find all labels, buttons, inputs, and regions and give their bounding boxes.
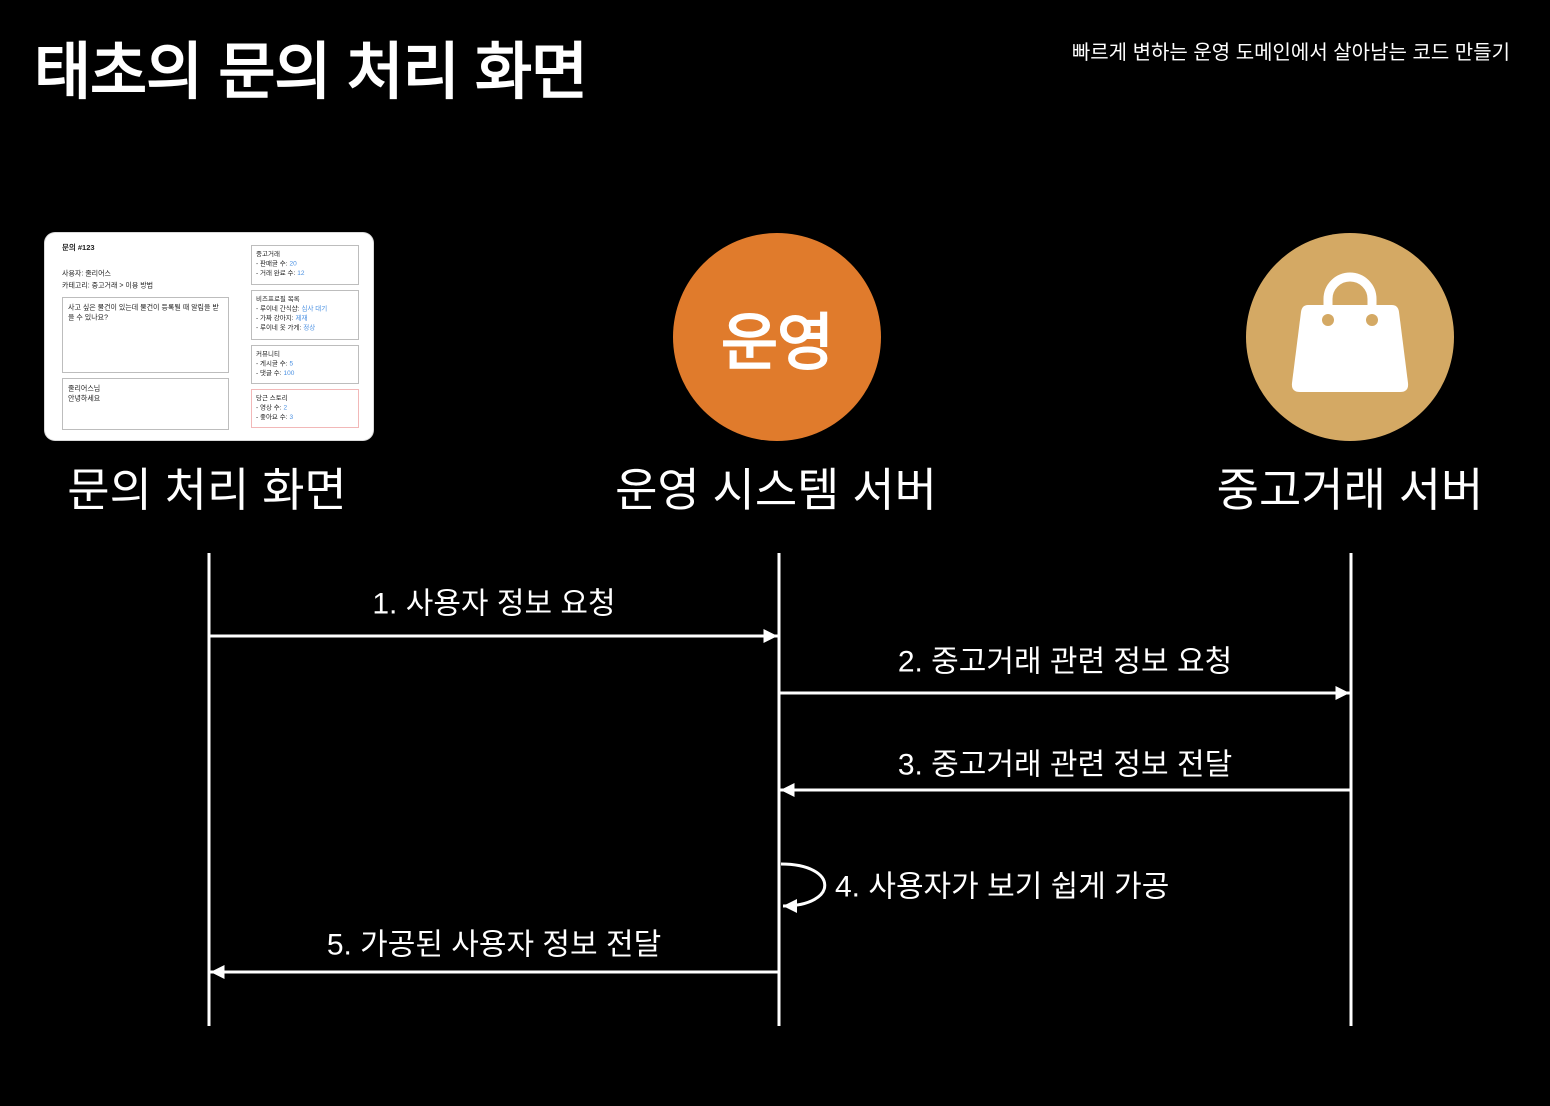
row-label: - 가짜 강아지: (256, 314, 294, 322)
panel-row: - 가짜 강아지:제재 (256, 313, 354, 323)
row-value: 정상 (303, 323, 316, 332)
inquiry-screen-content: 문의 #123 사용자: 줄리어스 카테고리: 중고거래 > 이용 방법 사고 … (45, 233, 373, 440)
panel-row: - 루이네 옷 가게:정상 (256, 323, 354, 333)
market-server-circle (1246, 233, 1454, 441)
message-label: 4. 사용자가 보기 쉽게 가공 (835, 871, 1169, 904)
row-value: 20 (289, 259, 297, 268)
message-3: 3. 중고거래 관련 정보 전달 (780, 749, 1350, 797)
panel-used-trade: 중고거래 - 판매글 수:20 - 거래 완료 수:12 (251, 245, 359, 285)
row-label: - 루이네 간식샵: (256, 304, 300, 313)
panel-community: 커뮤니티 - 게시글 수:5 - 댓글 수:100 (251, 345, 359, 384)
ops-badge-text: 운영 (720, 309, 834, 378)
actor-label-inquiry-screen: 문의 처리 화면 (67, 464, 347, 516)
inquiry-question-box: 사고 싶은 물건이 있는데 물건이 등록될 때 알림을 받을 수 있나요? (62, 297, 229, 373)
row-value: 3 (289, 413, 294, 421)
row-label: - 루이네 옷 가게: (256, 323, 302, 332)
panel-story: 당근 스토리 - 영상 수:2 - 좋아요 수:3 (251, 389, 359, 428)
row-label: - 댓글 수: (256, 369, 282, 377)
message-label: 1. 사용자 정보 요청 (372, 588, 615, 621)
page-subtitle: 빠르게 변하는 운영 도메인에서 살아남는 코드 만들기 (1071, 42, 1510, 64)
row-label: - 게시글 수: (256, 359, 288, 368)
message-self-loop-arrow (780, 862, 827, 913)
row-value: 5 (289, 359, 294, 368)
row-label: - 영상 수: (256, 403, 282, 412)
inquiry-user: 사용자: 줄리어스 (62, 269, 111, 277)
panel-row: - 좋아요 수:3 (256, 412, 354, 422)
message-label: 5. 가공된 사용자 정보 전달 (327, 929, 661, 962)
message-4-self: 4. 사용자가 보기 쉽게 가공 (780, 862, 1169, 913)
panel-title: 비즈프로필 목록 (256, 295, 300, 303)
panel-title: 커뮤니티 (256, 350, 280, 358)
panel-title: 중고거래 (256, 250, 280, 258)
message-1: 1. 사용자 정보 요청 (210, 588, 778, 643)
row-value: 100 (283, 369, 295, 377)
shopping-bag-icon (1291, 272, 1409, 392)
inquiry-category: 카테고리: 중고거래 > 이용 방법 (62, 281, 154, 289)
message-5: 5. 가공된 사용자 정보 전달 (210, 929, 778, 979)
inquiry-screen-thumbnail: 문의 #123 사용자: 줄리어스 카테고리: 중고거래 > 이용 방법 사고 … (45, 233, 373, 440)
row-value: 12 (297, 269, 305, 277)
panel-row: - 거래 완료 수:12 (256, 268, 354, 278)
message-label: 2. 중고거래 관련 정보 요청 (898, 646, 1232, 679)
row-label: - 거래 완료 수: (256, 269, 296, 277)
message-label: 3. 중고거래 관련 정보 전달 (898, 749, 1232, 782)
ops-server-circle: 운영 (673, 233, 881, 441)
panel-title: 당근 스토리 (256, 394, 288, 402)
actor-label-market-server: 중고거래 서버 (1216, 464, 1484, 516)
row-value: 제재 (295, 314, 308, 322)
actor-label-ops-server: 운영 시스템 서버 (615, 464, 937, 516)
row-label: - 판매글 수: (256, 259, 288, 268)
panel-row: - 판매글 수:20 (256, 259, 354, 269)
panel-row: - 게시글 수:5 (256, 359, 354, 369)
row-label: - 좋아요 수: (256, 413, 288, 421)
panel-row: - 댓글 수:100 (256, 368, 354, 378)
reply-line: 줄리어스님 (68, 384, 101, 392)
row-value: 2 (283, 403, 288, 412)
inquiry-reply-box: 줄리어스님 안녕하세요 (62, 378, 229, 430)
inquiry-id: 문의 #123 (62, 243, 95, 253)
message-2: 2. 중고거래 관련 정보 요청 (780, 646, 1350, 700)
panel-row: - 영상 수:2 (256, 403, 354, 413)
page-title: 태초의 문의 처리 화면 (34, 38, 588, 107)
panel-biz-profiles: 비즈프로필 목록 - 루이네 간식샵:심사 대기 - 가짜 강아지:제재 - 루… (251, 290, 359, 340)
panel-row: - 루이네 간식샵:심사 대기 (256, 304, 354, 314)
reply-line: 안녕하세요 (68, 394, 101, 402)
inquiry-question-text: 사고 싶은 물건이 있는데 물건이 등록될 때 알림을 받을 수 있나요? (68, 303, 219, 321)
row-value: 심사 대기 (301, 304, 328, 313)
